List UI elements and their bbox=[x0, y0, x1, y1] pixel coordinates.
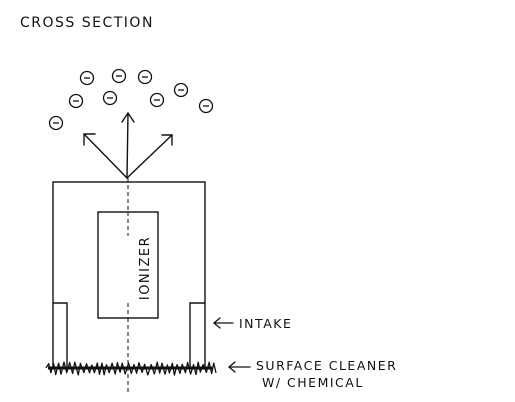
intake-label: INTAKE bbox=[239, 316, 292, 331]
negative-ion-icon bbox=[111, 68, 127, 84]
negative-ion-icon bbox=[149, 92, 165, 108]
right-intake-vent bbox=[189, 302, 205, 368]
intake-vents bbox=[53, 302, 205, 368]
diagram-title: CROSS SECTION bbox=[20, 15, 154, 31]
negative-ion-icon bbox=[173, 82, 189, 98]
center-emission-arrow bbox=[121, 112, 135, 179]
ionizer-module: IONIZER bbox=[97, 211, 159, 319]
negative-ion-icon bbox=[79, 70, 95, 86]
intake-callout: INTAKE bbox=[212, 316, 292, 331]
ion-cloud bbox=[48, 68, 214, 131]
emission-arrows bbox=[83, 112, 173, 179]
negative-ion-icon bbox=[137, 69, 153, 85]
left-arrow-icon bbox=[227, 361, 251, 373]
negative-ion-icon bbox=[48, 115, 64, 131]
left-emission-arrow bbox=[83, 133, 128, 179]
surface-cleaner-label-line2: W/ CHEMICAL bbox=[262, 375, 364, 390]
ionizer-label: IONIZER bbox=[138, 236, 153, 300]
left-arrow-icon bbox=[212, 317, 234, 329]
right-emission-arrow bbox=[126, 134, 173, 179]
negative-ion-icon bbox=[68, 93, 84, 109]
left-intake-vent bbox=[53, 302, 68, 368]
negative-ion-icon bbox=[198, 98, 214, 114]
negative-ion-icon bbox=[102, 90, 118, 106]
surface-cleaner-bristles bbox=[45, 361, 217, 376]
surface-cleaner-label-line1: SURFACE CLEANER bbox=[256, 358, 397, 373]
surface-cleaner-callout: SURFACE CLEANER W/ CHEMICAL bbox=[227, 358, 397, 390]
